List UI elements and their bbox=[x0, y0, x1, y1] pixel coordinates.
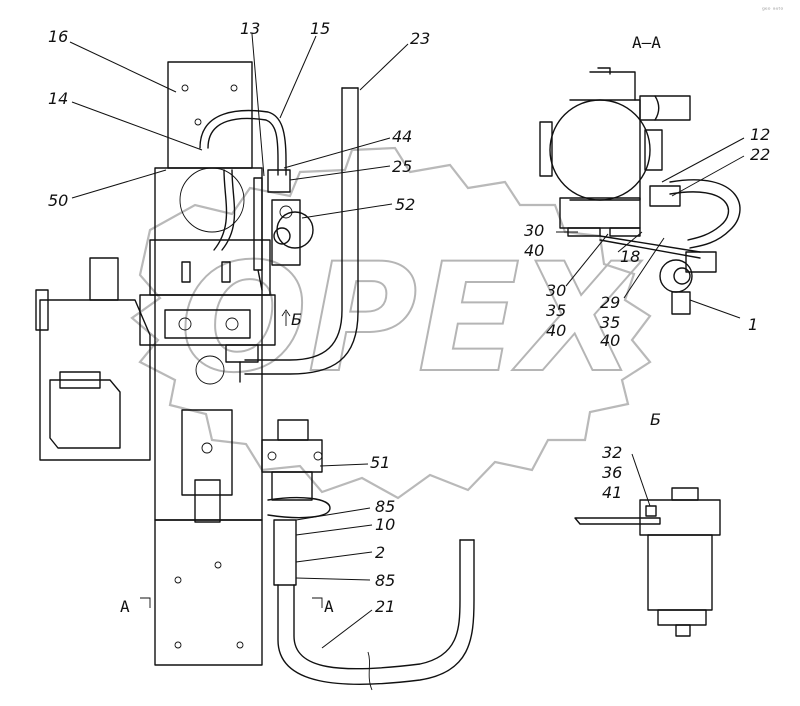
callouts-section: 12 22 30 40 18 30 35 40 29 35 40 1 bbox=[524, 125, 770, 350]
leader-lines bbox=[69, 33, 745, 649]
callout-85-bottom: 85 bbox=[375, 571, 395, 590]
hose-21 bbox=[273, 519, 475, 691]
watermark-text: OPEX bbox=[180, 232, 642, 406]
corner-mark: ᵍᵉᵒ ᵃᵘᵗᵒ bbox=[762, 6, 784, 14]
section-title-a-a: A–A bbox=[632, 33, 661, 52]
callout-18: 18 bbox=[620, 247, 640, 266]
callout-85-top: 85 bbox=[375, 497, 395, 516]
callout-50: 50 bbox=[48, 191, 68, 210]
callout-29: 29 bbox=[600, 293, 620, 312]
callout-2: 2 bbox=[375, 543, 385, 562]
callout-12: 12 bbox=[750, 125, 770, 144]
callout-35-b: 35 bbox=[546, 301, 566, 320]
callout-10: 10 bbox=[375, 515, 395, 534]
fuel-filter-head bbox=[139, 177, 276, 383]
callout-21: 21 bbox=[375, 597, 395, 616]
callout-35-c: 35 bbox=[600, 313, 620, 332]
svg-text:A: A bbox=[324, 597, 334, 616]
svg-text:A: A bbox=[120, 597, 130, 616]
callout-22: 22 bbox=[750, 145, 770, 164]
callout-40-c: 40 bbox=[600, 331, 620, 350]
sensor-52 bbox=[271, 199, 314, 266]
cut-marker-left: A bbox=[120, 597, 151, 616]
section-b-filter bbox=[574, 487, 721, 637]
callout-40-a: 40 bbox=[524, 241, 544, 260]
callout-30-a: 30 bbox=[524, 221, 544, 240]
callout-13: 13 bbox=[240, 19, 260, 38]
pipe-23 bbox=[244, 87, 359, 375]
callout-14: 14 bbox=[48, 89, 68, 108]
water-separator-mount bbox=[261, 419, 331, 519]
callout-36: 36 bbox=[602, 463, 622, 482]
callout-30-b: 30 bbox=[546, 281, 566, 300]
callouts-filter: 32 36 41 bbox=[602, 443, 622, 502]
callout-15: 15 bbox=[310, 19, 330, 38]
hand-primer-pump bbox=[35, 257, 151, 461]
callout-41: 41 bbox=[602, 483, 622, 502]
view-arrow-b: Б bbox=[281, 309, 302, 329]
callout-44: 44 bbox=[392, 127, 412, 146]
callout-51: 51 bbox=[370, 453, 390, 472]
callout-52: 52 bbox=[395, 195, 415, 214]
callout-40-b: 40 bbox=[546, 321, 566, 340]
callout-1: 1 bbox=[748, 315, 758, 334]
callouts-main: 16 14 50 13 15 23 44 25 52 51 85 10 2 85… bbox=[48, 19, 430, 616]
callout-25: 25 bbox=[392, 157, 412, 176]
section-title-b: Б bbox=[650, 410, 661, 429]
watermark-logo: OPEX bbox=[130, 146, 652, 500]
callout-23: 23 bbox=[410, 29, 430, 48]
frame-bracket bbox=[154, 61, 263, 666]
return-pipe bbox=[199, 109, 291, 251]
svg-text:Б: Б bbox=[291, 310, 302, 329]
callout-16: 16 bbox=[48, 27, 68, 46]
cut-marker-right: A bbox=[312, 597, 334, 616]
section-a-a-view bbox=[539, 67, 741, 315]
callout-32: 32 bbox=[602, 443, 622, 462]
